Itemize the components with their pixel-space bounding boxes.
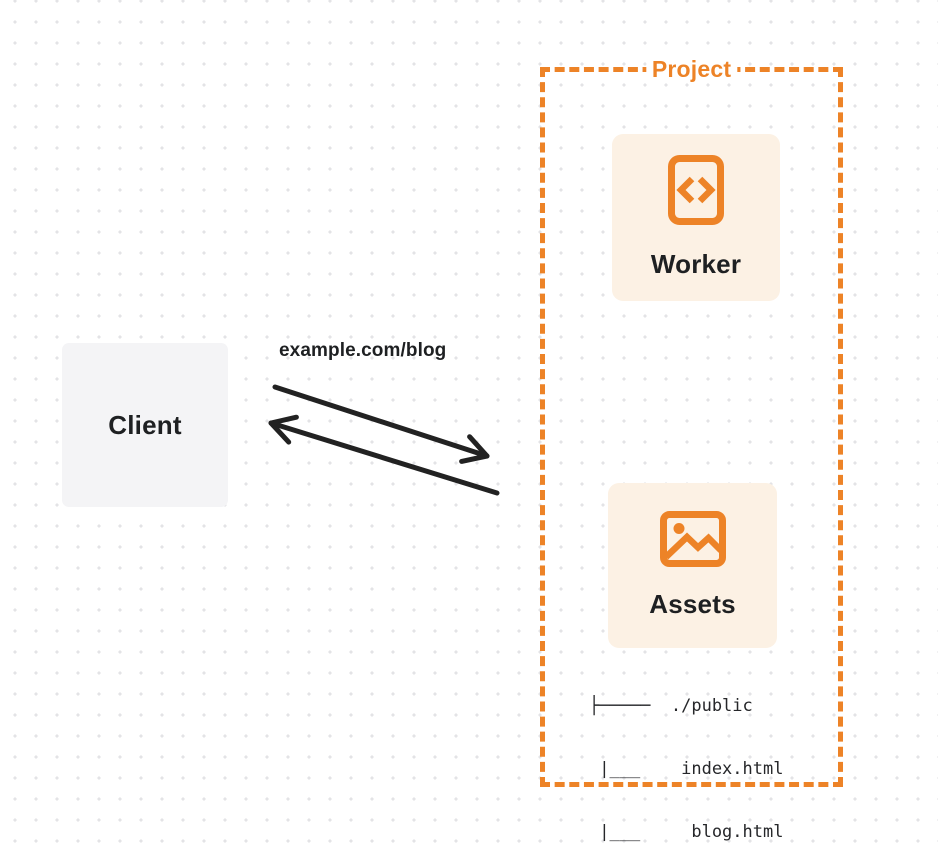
tree-line-index: |___ index.html: [589, 759, 784, 779]
worker-label: Worker: [650, 249, 742, 279]
code-brackets-icon: [668, 155, 724, 225]
project-boundary: Project Worker Assets ├───── ./public |_…: [540, 56, 843, 842]
tree-line-blog: |___ blog.html: [589, 822, 784, 842]
tree-line-public: ├───── ./public: [589, 696, 753, 716]
worker-card: Worker: [612, 134, 780, 301]
response-arrow: [268, 414, 500, 496]
request-arrow: [272, 384, 490, 464]
client-label: Client: [108, 409, 182, 440]
client-box: Client: [62, 343, 228, 507]
file-tree: ├───── ./public |___ index.html |___ blo…: [589, 654, 783, 860]
assets-label: Assets: [649, 589, 736, 619]
request-url-label: example.com/blog: [279, 340, 447, 361]
image-icon: [659, 511, 726, 567]
assets-card: Assets: [608, 483, 777, 648]
project-label: Project: [645, 56, 738, 83]
